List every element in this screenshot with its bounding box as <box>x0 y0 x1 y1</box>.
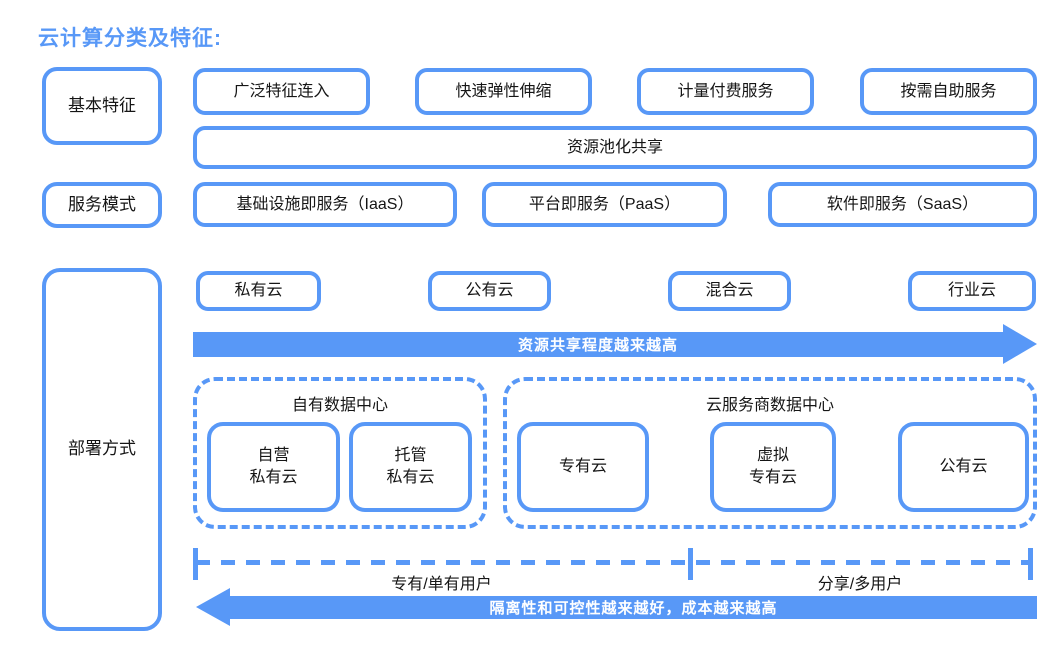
axis-label-dedicated: 专有/单有用户 <box>391 576 492 593</box>
service-model-box: 基础设施即服务（IaaS） <box>193 182 457 227</box>
label-deployment-modes: 部署方式 <box>42 268 162 631</box>
axis-tick-middle <box>688 548 693 580</box>
arrow-head-right-icon <box>1003 324 1037 364</box>
provider-datacenter-title: 云服务商数据中心 <box>705 397 834 414</box>
sharing-arrow: 资源共享程度越来越高 <box>193 332 1003 357</box>
provider-dc-cloud-box: 公有云 <box>898 422 1029 512</box>
basic-feature-box: 广泛特征连入 <box>193 68 370 115</box>
page-title: 云计算分类及特征: <box>38 27 222 50</box>
cloud-type-box: 私有云 <box>196 271 321 311</box>
cloud-type-box: 行业云 <box>908 271 1036 311</box>
service-model-box: 平台即服务（PaaS） <box>482 182 727 227</box>
provider-dc-cloud-box: 专有云 <box>517 422 649 512</box>
own-dc-cloud-box: 托管 私有云 <box>349 422 472 512</box>
service-model-box: 软件即服务（SaaS） <box>768 182 1037 227</box>
label-basic-features: 基本特征 <box>42 67 162 145</box>
resource-pooling-box: 资源池化共享 <box>193 126 1037 169</box>
user-axis-line <box>196 560 1030 565</box>
provider-dc-cloud-box: 虚拟 专有云 <box>710 422 836 512</box>
basic-feature-box: 快速弹性伸缩 <box>415 68 592 115</box>
axis-tick-right <box>1028 548 1033 580</box>
basic-feature-box: 计量付费服务 <box>637 68 814 115</box>
own-dc-cloud-box: 自营 私有云 <box>207 422 340 512</box>
own-datacenter-title: 自有数据中心 <box>291 397 388 414</box>
basic-feature-box: 按需自助服务 <box>860 68 1037 115</box>
axis-label-shared: 分享/多用户 <box>817 576 903 593</box>
label-service-models: 服务模式 <box>42 182 162 228</box>
cloud-type-box: 公有云 <box>428 271 551 311</box>
axis-tick-left <box>193 548 198 580</box>
isolation-arrow: 隔离性和可控性越来越好，成本越来越高 <box>230 596 1037 619</box>
cloud-type-box: 混合云 <box>668 271 791 311</box>
arrow-head-left-icon <box>196 588 230 626</box>
